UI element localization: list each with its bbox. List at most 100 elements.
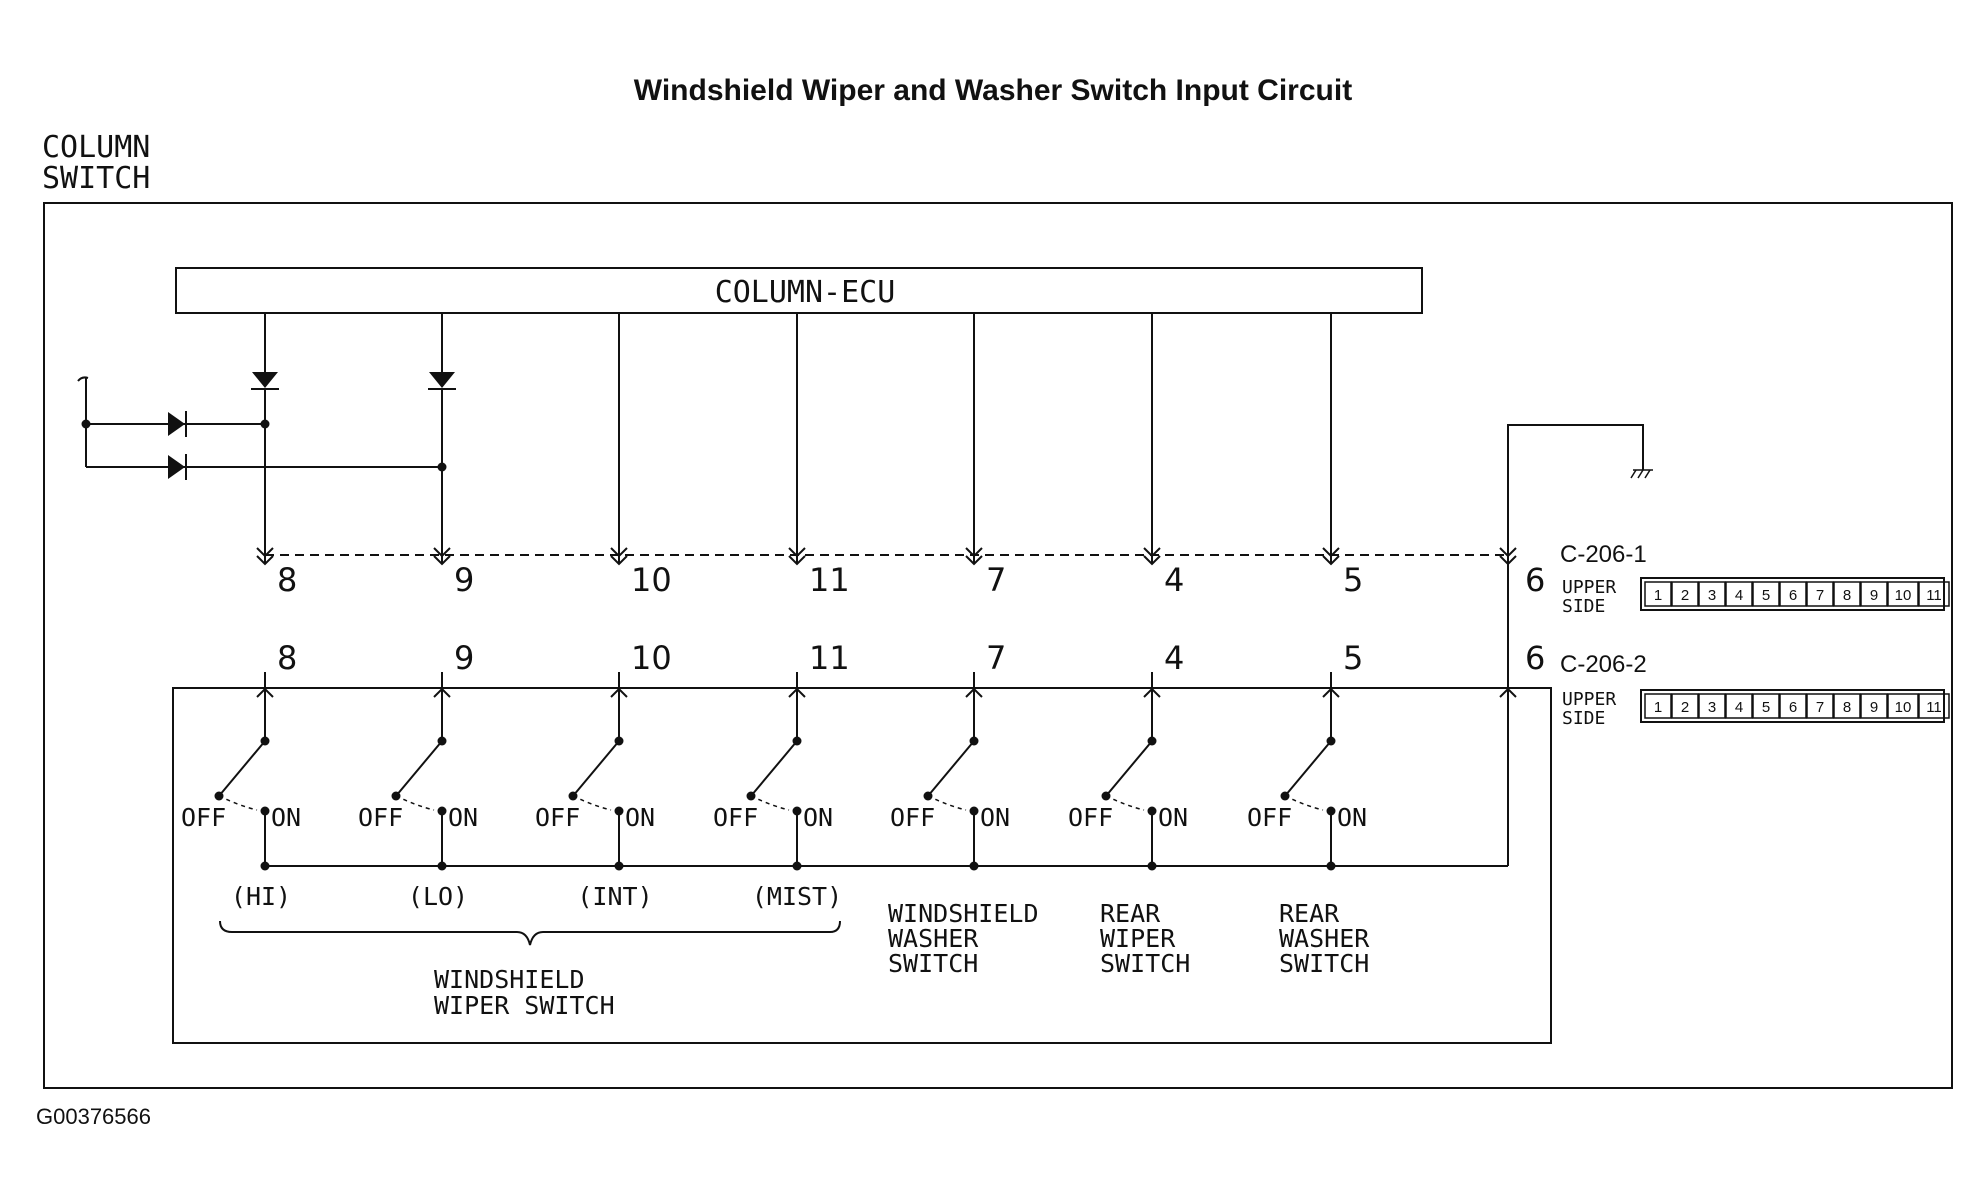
connector-c206-2-side-line2: SIDE [1562,708,1605,729]
off-label: OFF [890,803,935,832]
pin-number-upper: 10 [631,561,672,599]
connector-pin-cell [1698,693,1726,719]
connector-pin-cell [1779,581,1807,607]
connector-pin-cell [1671,581,1699,607]
connector-pin-number: 7 [1816,587,1824,604]
connector-pin-cell [1644,581,1672,607]
connector-pin-number: 6 [1789,699,1797,716]
pin-number-upper: 11 [809,561,850,599]
connector-pin-number: 4 [1735,587,1743,604]
off-label: OFF [1247,803,1292,832]
connector-pin-cell [1644,693,1672,719]
pin-number-upper: 4 [1164,561,1184,599]
column-switch-label-line1: COLUMN [42,130,150,165]
pin-number-upper: 5 [1343,561,1363,599]
connector-pin-number: 11 [1926,699,1942,716]
diagram-title: Windshield Wiper and Washer Switch Input… [634,74,1352,107]
connector-pin-number: 3 [1708,699,1716,716]
switch-blade [1105,740,1153,797]
switch-name-line: WASHER [888,924,979,953]
connector-pin-number: 5 [1762,699,1770,716]
connector-pin-cell [1918,693,1950,719]
pin-number-lower: 7 [986,639,1006,677]
switch-blade [572,740,620,797]
off-label: OFF [1068,803,1113,832]
connector-pin-cell [1860,693,1888,719]
connector-c206-2-name: C-206-2 [1560,651,1647,678]
on-label: ON [980,803,1010,832]
pin-number-upper: 9 [454,561,474,599]
diode-network [77,372,456,480]
connector-pin-number: 9 [1870,587,1878,604]
switch-name-line: WIPER [1100,924,1176,953]
terminal-upper [1143,547,1161,558]
connector-pin-number: 10 [1895,699,1912,716]
connector-c206-1-side-line1: UPPER [1562,577,1616,598]
connector-pin-number: 2 [1681,699,1689,716]
off-label: OFF [181,803,226,832]
connector-pin-number: 9 [1870,699,1878,716]
wiper-switch-brace [219,920,841,946]
switch-blade [750,740,798,797]
on-label: ON [1337,803,1367,832]
switch-box [172,687,1552,1044]
pin-number-lower: 4 [1164,639,1184,677]
switch-name-line: WASHER [1279,924,1370,953]
connector-pin-number: 5 [1762,587,1770,604]
switch-name-line: SWITCH [1100,949,1190,978]
connector-pin-number: 2 [1681,587,1689,604]
connector-pin-number: 6 [1789,587,1797,604]
connector-pin-cell [1833,693,1861,719]
ground-pin-number-lower: 6 [1525,639,1545,677]
terminal-upper [965,547,983,558]
wiper-switch-label-line2: WIPER SWITCH [434,991,615,1020]
pin-number-upper: 8 [277,561,297,599]
on-label: ON [625,803,655,832]
off-label: OFF [713,803,758,832]
switch-blade [218,740,266,797]
switch-name-line: SWITCH [888,949,978,978]
connector-pin-number: 8 [1843,587,1851,604]
terminal-upper [610,547,628,558]
switch-name-line: REAR [1279,899,1340,928]
connector-c206-1-side-line2: SIDE [1562,596,1605,617]
connector-pin-number: 11 [1926,587,1942,604]
connector-pin-number: 3 [1708,587,1716,604]
terminal-upper [433,547,451,558]
connector-pin-cell [1698,581,1726,607]
pin-number-upper: 7 [986,561,1006,599]
connector-pin-cell [1752,693,1780,719]
connector-housing [1640,689,1945,723]
switch-name-line: WINDSHIELD [888,899,1039,928]
terminal-6-lower [1499,687,1517,698]
connector-pin-cell [1725,581,1753,607]
connector-pin-cell [1887,581,1919,607]
connector-pin-cell [1918,581,1950,607]
terminal-6-upper [1499,547,1517,566]
connector-pin-cell [1887,693,1919,719]
switch-blade [395,740,443,797]
connector-pin-number: 1 [1654,587,1662,604]
pin-number-lower: 5 [1343,639,1363,677]
wiper-switch-label-line1: WINDSHIELD [434,965,585,994]
switch-blade [1284,740,1332,797]
connector-pin-cell [1752,581,1780,607]
connector-pin-cell [1725,693,1753,719]
on-label: ON [1158,803,1188,832]
connector-pin-cell [1779,693,1807,719]
terminal-upper [788,547,806,558]
terminal-upper [1322,547,1340,558]
off-label: OFF [535,803,580,832]
connector-pin-cell [1860,581,1888,607]
